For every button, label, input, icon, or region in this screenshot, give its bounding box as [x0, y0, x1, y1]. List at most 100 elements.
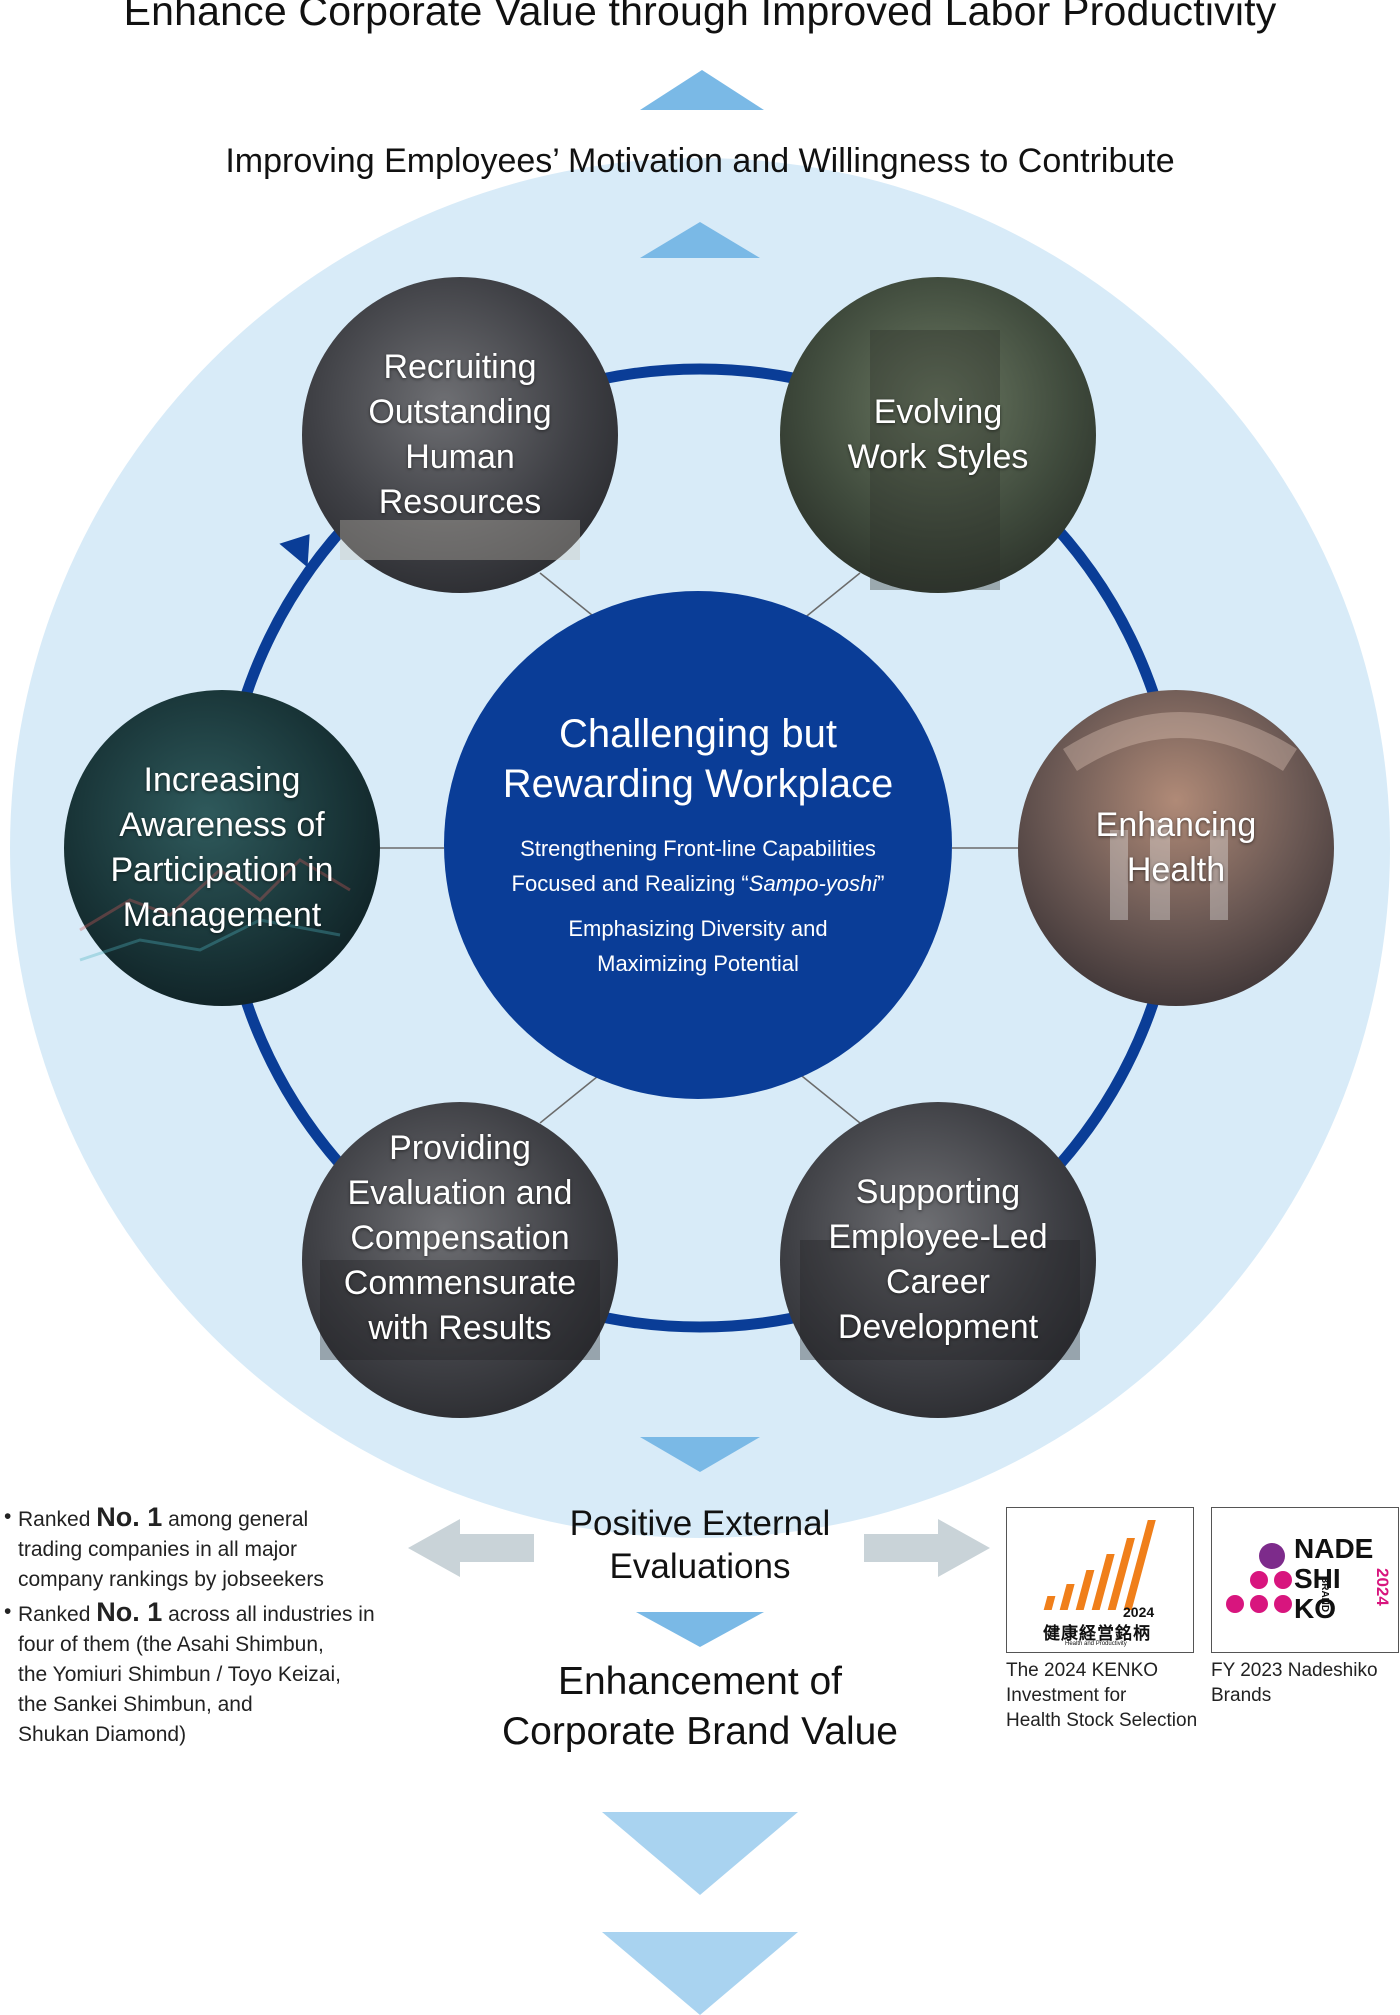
node-work-styles-line: Work Styles — [847, 438, 1029, 476]
node-photo-career — [780, 1102, 1096, 1418]
nadeshiko-row2: SHI — [1294, 1563, 1341, 1594]
nadeshiko-brand: BRAND — [1319, 1576, 1330, 1613]
node-career-line: Development — [837, 1308, 1039, 1346]
node-participation: Increasing Awareness of Participation in… — [64, 690, 380, 1006]
node-evaluation-line: Compensation — [350, 1218, 570, 1257]
external-evaluations-label: Positive External Evaluations — [530, 1502, 870, 1588]
photo-details — [79, 330, 1297, 1360]
brand-line2: Corporate Brand Value — [501, 1710, 899, 1753]
arrow-down-bottom-1 — [602, 1812, 798, 1895]
ranking-pre: Ranked — [18, 1603, 97, 1626]
node-photo-evaluation — [302, 1102, 618, 1418]
ranking-line: four of them (the Asahi Shimbun, — [18, 1633, 324, 1656]
brand-line1: Enhancement of — [557, 1660, 843, 1703]
ranking-item: • Ranked No. 1 among general trading com… — [4, 1502, 428, 1595]
nadeshiko-caption: FY 2023 Nadeshiko Brands — [1211, 1658, 1397, 1708]
node-participation-line: Increasing — [143, 761, 301, 799]
node-recruiting-line: Human — [405, 438, 515, 476]
ranking-no: No. 1 — [96, 1597, 163, 1627]
node-photo-recruiting — [302, 277, 618, 593]
kenko-en: Health and Productivity — [1065, 1641, 1127, 1647]
core-circle: Challenging but Rewarding Workplace Stre… — [444, 591, 952, 1099]
ranking-line: Shukan Diamond) — [18, 1723, 187, 1746]
node-health-line: Health — [1126, 851, 1226, 889]
arrow-down-bottom-2 — [602, 1932, 798, 2015]
node-photo-participation — [64, 690, 380, 1006]
node-recruiting-line: Resources — [378, 483, 542, 521]
arrow-up-inner — [640, 222, 760, 258]
nadeshiko-logo: NADE SHI KO BRAND 2024 — [1211, 1507, 1399, 1653]
node-career: Supporting Employee-Led Career Developme… — [780, 1102, 1096, 1418]
node-recruiting: Recruiting Outstanding Human Resources — [302, 277, 618, 593]
arrow-down-ext — [636, 1612, 764, 1647]
ranking-post: among general — [162, 1508, 309, 1531]
node-work-styles-line: Evolving — [873, 393, 1003, 431]
brand-value-label: Enhancement of Corporate Brand Value — [430, 1657, 970, 1757]
nadeshiko-row1: NADE — [1294, 1533, 1374, 1564]
cycle-arrowhead — [279, 534, 310, 568]
kenko-bars-icon — [1043, 1520, 1156, 1610]
arrow-down-inner — [640, 1437, 760, 1472]
node-recruiting-line: Outstanding — [368, 393, 552, 431]
motivation-text: Improving Employees’ Motivation and Will… — [225, 142, 1175, 180]
arrow-left-gray — [408, 1519, 534, 1577]
core-sub-line1: Strengthening Front-line Capabilities — [520, 836, 876, 861]
ranking-post: across all industries in — [162, 1603, 375, 1626]
core-title-line2: Rewarding Workplace — [502, 762, 894, 806]
nadeshiko-caption-line: Brands — [1211, 1685, 1272, 1706]
node-career-line: Career — [886, 1263, 990, 1301]
kenko-caption-line: The 2024 KENKO — [1006, 1660, 1159, 1681]
node-participation-line: Participation in — [110, 851, 334, 889]
node-health: Enhancing Health — [1018, 690, 1334, 1006]
core-sub-line3: Emphasizing Diversity and — [568, 916, 828, 941]
node-work-styles: Evolving Work Styles — [780, 277, 1096, 593]
kenko-caption-line: Investment for — [1006, 1685, 1127, 1706]
nadeshiko-row3: KO — [1294, 1593, 1336, 1624]
node-photo-health — [1018, 690, 1334, 1006]
ranking-line: the Yomiuri Shimbun / Toyo Keizai, — [18, 1663, 341, 1686]
node-recruiting-line: Recruiting — [383, 348, 537, 386]
node-career-line: Employee-Led — [828, 1218, 1048, 1256]
core-sub-line2: Focused and Realizing “Sampo-yoshi” — [444, 866, 952, 901]
bullet-icon: • — [4, 1505, 12, 1528]
core-subtitle: Strengthening Front-line Capabilities Fo… — [444, 831, 952, 981]
ranking-item: • Ranked No. 1 across all industries in … — [4, 1597, 428, 1750]
nadeshiko-caption-line: FY 2023 Nadeshiko — [1211, 1660, 1378, 1681]
kenko-caption: The 2024 KENKO Investment for Health Sto… — [1006, 1658, 1206, 1733]
node-evaluation-line: Commensurate — [343, 1263, 577, 1302]
core-title: Challenging but Rewarding Workplace — [444, 709, 952, 809]
node-participation-line: Management — [122, 896, 322, 934]
bullet-icon: • — [4, 1600, 12, 1623]
page-title: Enhance Corporate Value through Improved… — [123, 0, 1277, 34]
node-career-line: Supporting — [855, 1173, 1021, 1211]
kenko-jp: 健康経営銘柄 — [1043, 1624, 1151, 1644]
core-sub-line4: Maximizing Potential — [597, 951, 799, 976]
core-title-line1: Challenging but — [559, 712, 837, 756]
node-evaluation: Providing Evaluation and Compensation Co… — [302, 1080, 618, 1396]
nadeshiko-dots-icon — [1226, 1543, 1292, 1613]
nadeshiko-wordmark: NADE SHI KO — [1294, 1534, 1373, 1624]
core-sub-line2-prefix: Focused and Realizing “ — [511, 871, 749, 896]
core-sub-line2-suffix: ” — [877, 871, 885, 896]
kenko-logo: 2024 健康経営銘柄 Health and Productivity — [1006, 1507, 1194, 1653]
node-participation-line: Awareness of — [119, 806, 325, 844]
arrow-up-top — [640, 70, 764, 110]
ranking-pre: Ranked — [18, 1508, 97, 1531]
external-line1: Positive External — [569, 1504, 831, 1543]
node-evaluation-line: Providing — [389, 1128, 531, 1167]
ranking-line: the Sankei Shimbun, and — [18, 1693, 253, 1716]
node-health-line: Enhancing — [1095, 806, 1257, 844]
core-sub-line2-italic: Sampo-yoshi — [748, 871, 878, 896]
node-evaluation-line: with Results — [368, 1308, 552, 1347]
node-evaluation-line: Evaluation and — [347, 1173, 573, 1212]
rankings-list: • Ranked No. 1 among general trading com… — [4, 1502, 428, 1752]
external-line2: Evaluations — [609, 1547, 791, 1586]
ranking-no: No. 1 — [96, 1502, 163, 1532]
kenko-caption-line: Health Stock Selection — [1006, 1710, 1198, 1731]
node-photo-workstyles — [780, 277, 1096, 593]
arrow-right-gray — [864, 1519, 990, 1577]
ranking-line: company rankings by jobseekers — [18, 1568, 324, 1591]
kenko-year: 2024 — [1123, 1604, 1155, 1620]
nadeshiko-year: 2024 — [1373, 1568, 1392, 1606]
ranking-line: trading companies in all major — [18, 1538, 297, 1561]
